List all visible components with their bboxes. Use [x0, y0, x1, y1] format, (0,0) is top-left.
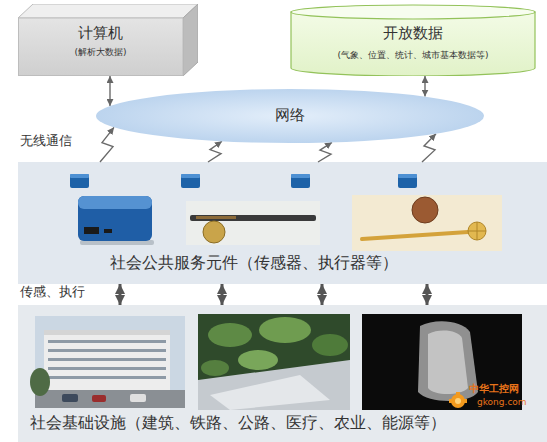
- probe-photo: [352, 195, 502, 251]
- probe-photo-part: [468, 231, 486, 232]
- sensor-icon-part: [398, 174, 417, 178]
- field-photo-part: [208, 323, 252, 347]
- band-fill-part: [18, 162, 547, 284]
- cylinder-subtitle: (气象、位置、统计、城市基本数据等): [290, 50, 536, 61]
- building-photo-part: [48, 376, 166, 379]
- watermark-logo-part: [464, 399, 467, 403]
- field-photo-part: [201, 360, 229, 376]
- sensor-icon-part: [291, 174, 310, 178]
- sensor-icon-part: [70, 174, 89, 178]
- building-photo-part: [130, 394, 146, 402]
- strip-sensor-photo-part: [186, 201, 320, 245]
- sensor-icon: [70, 174, 417, 188]
- band-fill: [18, 162, 547, 442]
- medical-image-photo: [362, 314, 522, 410]
- building-photo-part: [92, 395, 106, 402]
- building-photo-part: [44, 330, 170, 392]
- wireless-link: [208, 141, 222, 162]
- network-ellipse-outline-part: [96, 89, 484, 143]
- building-photo-part: [48, 349, 166, 352]
- watermark: 中华工控网: [469, 383, 519, 395]
- building-photo-part: [48, 358, 166, 361]
- field-photo-part: [312, 334, 348, 356]
- medical-image-photo-part: [428, 331, 468, 394]
- watermark-url: gkong.com: [477, 397, 527, 408]
- open-data-cylinder: 开放数据 (气象、位置、统计、城市基本数据等): [290, 4, 536, 76]
- computer-box-outline-part: [19, 18, 184, 76]
- device-photo: [78, 196, 154, 245]
- building-photo-part: [44, 330, 170, 335]
- strip-sensor-photo-part: [196, 216, 236, 219]
- field-photo-part: [259, 317, 311, 343]
- probe-photo-part: [352, 195, 502, 251]
- band-title: 社会基础设施（建筑、铁路、公路、医疗、农业、能源等）: [30, 413, 460, 432]
- box-title: 计算机: [18, 24, 183, 42]
- building-photo: [30, 316, 185, 408]
- sensor-icon-part: [398, 174, 417, 188]
- probe-photo-part: [412, 197, 438, 223]
- watermark-logo-part: [449, 399, 452, 403]
- building-photo-part: [48, 340, 166, 343]
- sensor-icon-part: [70, 174, 89, 188]
- sense-act-arrow: [221, 284, 224, 305]
- network-label: 网络: [95, 106, 485, 124]
- side-label: 无线通信: [20, 133, 72, 149]
- side-label: 传感、执行: [20, 284, 85, 300]
- box-subtitle: (解析大数据): [18, 47, 183, 58]
- infrastructure-band: 社会基础设施（建筑、铁路、公路、医疗、农业、能源等）: [18, 305, 547, 442]
- strip-sensor-photo: [186, 201, 320, 245]
- cylinder-title: 开放数据: [290, 24, 536, 42]
- wireless-link: [318, 142, 332, 162]
- band-title: 社会公共服务元件（传感器、执行器等）: [110, 253, 510, 272]
- building-photo-part: [30, 368, 50, 396]
- probe-photo-part: [468, 222, 486, 240]
- sense-act-arrow: [321, 284, 324, 305]
- watermark-logo-part: [451, 394, 465, 408]
- building-photo-part: [35, 316, 185, 408]
- network-ellipse: 网络: [95, 88, 485, 144]
- strip-sensor-photo-part: [203, 221, 225, 243]
- open-data-cylinder-outline-part: [291, 5, 535, 19]
- public-service-band: 社会公共服务元件（传感器、执行器等）: [18, 162, 547, 284]
- building-photo-part: [35, 390, 185, 408]
- watermark-logo-part: [456, 392, 460, 395]
- sensor-icon-part: [181, 174, 200, 178]
- network-arrow: [424, 76, 425, 97]
- computer-box-outline-part: [18, 4, 198, 18]
- network-arrow: [109, 76, 110, 106]
- medical-image-photo-part: [362, 314, 522, 410]
- sense-act-arrow: [119, 284, 122, 305]
- computer-box: 计算机 (解析大数据): [18, 4, 198, 76]
- band-fill-part: [18, 305, 547, 442]
- field-photo: [198, 314, 350, 410]
- sensor-icon-part: [181, 174, 200, 188]
- watermark-logo-part: [455, 398, 461, 404]
- wireless-link: [100, 127, 114, 162]
- sense-act-arrow: [426, 284, 429, 305]
- open-data-cylinder-outline-part: [291, 12, 535, 76]
- field-photo-part: [198, 360, 350, 410]
- computer-box-outline-part: [183, 4, 198, 76]
- device-photo-part: [78, 196, 152, 209]
- field-photo-part: [210, 375, 330, 410]
- watermark-logo: [449, 392, 467, 408]
- building-photo-part: [62, 394, 78, 402]
- strip-sensor-photo-part: [190, 215, 316, 221]
- field-photo-part: [198, 314, 350, 410]
- device-photo-part: [78, 196, 152, 241]
- field-photo-part: [238, 350, 278, 370]
- device-photo-part: [104, 229, 112, 233]
- device-photo-part: [84, 227, 99, 234]
- building-photo-part: [48, 367, 166, 370]
- probe-photo-part: [362, 232, 468, 239]
- wireless-link: [422, 134, 436, 162]
- sensor-icon-part: [291, 174, 310, 188]
